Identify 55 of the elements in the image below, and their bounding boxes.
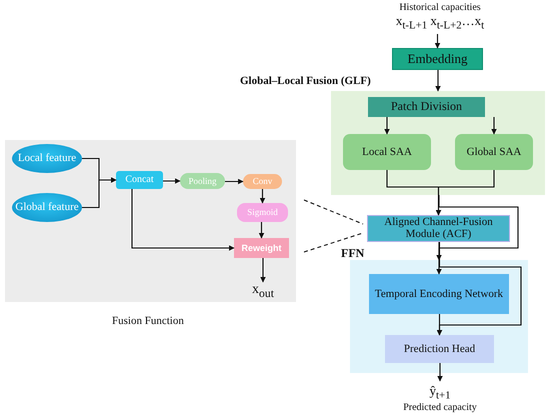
box-label: Concat bbox=[125, 174, 154, 186]
heading-text: ŷ$_{t+1}$ bbox=[429, 384, 451, 402]
arrow bbox=[434, 34, 440, 49]
box-label: Pooling bbox=[188, 176, 216, 186]
arrow bbox=[225, 178, 244, 184]
arrow bbox=[491, 117, 497, 135]
box-label: Local SAA bbox=[362, 146, 412, 158]
process-box bbox=[367, 215, 510, 242]
box-label: Conv bbox=[252, 176, 272, 187]
heading-text: Historical capacities bbox=[399, 2, 481, 14]
arrow bbox=[82, 177, 117, 208]
process-box bbox=[369, 274, 509, 314]
section-heading: FFN bbox=[341, 246, 364, 261]
box-label: Prediction Head bbox=[404, 342, 476, 356]
math-label: x$_{out}$ bbox=[252, 282, 274, 300]
arrow bbox=[436, 195, 519, 261]
box-label: Local feature bbox=[18, 152, 76, 164]
process-box bbox=[368, 97, 485, 117]
process-box bbox=[180, 173, 225, 189]
arrow bbox=[436, 242, 442, 275]
arrow bbox=[384, 117, 390, 135]
box-label: Temporal Encoding Network bbox=[374, 288, 504, 300]
process-box bbox=[343, 134, 431, 170]
section-heading: Fusion Function bbox=[112, 315, 184, 327]
box-label: Sigmoid bbox=[247, 207, 278, 218]
arrow bbox=[131, 189, 235, 251]
box-label: Global feature bbox=[15, 202, 79, 214]
arrow bbox=[258, 222, 264, 239]
process-box bbox=[392, 48, 483, 70]
math-label: x$_{t-L+1}$ x$_{t-L+2}$…x$_{t}$ bbox=[396, 14, 484, 32]
section-heading: Global–Local Fusion (GLF) bbox=[240, 75, 371, 87]
arrow bbox=[436, 170, 495, 216]
module-band bbox=[350, 260, 528, 373]
arrow bbox=[435, 70, 441, 92]
arrow bbox=[163, 178, 181, 184]
box-label: Embedding bbox=[408, 52, 468, 66]
process-box bbox=[243, 174, 282, 189]
process-box bbox=[237, 203, 288, 222]
box-label: Patch Division bbox=[391, 100, 462, 114]
process-box bbox=[455, 134, 533, 170]
arrow bbox=[260, 189, 266, 204]
arrow bbox=[436, 314, 442, 336]
module-band bbox=[331, 91, 545, 195]
arrow bbox=[437, 363, 443, 382]
dashed-line bbox=[304, 232, 364, 252]
process-box bbox=[234, 238, 289, 258]
dashed-line bbox=[304, 200, 364, 224]
arrow bbox=[260, 258, 266, 283]
panel-background bbox=[5, 140, 296, 302]
box-label: Global SAA bbox=[466, 146, 522, 158]
box-label: Aligned Channel-Fusion Module (ACF) bbox=[383, 216, 494, 240]
process-box bbox=[385, 335, 494, 363]
box-label: Reweight bbox=[241, 242, 282, 254]
math-label: Predicted capacity bbox=[403, 402, 477, 414]
process-box bbox=[116, 171, 163, 189]
